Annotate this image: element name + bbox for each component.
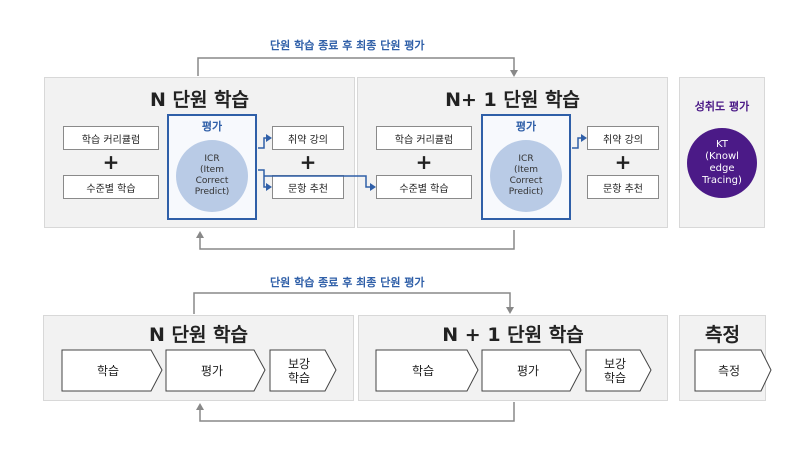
bottom-n1-step-eval: 평가 (516, 363, 540, 378)
bottom-loop-arrow (193, 292, 511, 314)
top-n-plus-right: + (299, 150, 317, 174)
bottom-loop-label: 단원 학습 종료 후 최종 단원 평가 (270, 276, 425, 289)
bottom-feedback-arrowhead (196, 403, 204, 410)
top-n-eval-frame: 평가 ICR (Item Correct Predict) (167, 114, 257, 220)
top-n-problem-reco-box: 문항 추천 (272, 175, 344, 199)
bottom-n1-title: N + 1 단원 학습 (442, 324, 584, 346)
top-n1-eval-label: 평가 (515, 120, 537, 133)
top-n1-level-study-box: 수준별 학습 (376, 175, 472, 199)
top-n1-problem-reco-box: 문항 추천 (587, 175, 659, 199)
top-loop-label: 단원 학습 종료 후 최종 단원 평가 (270, 39, 425, 52)
bottom-n1-chevron-reinforce (585, 349, 652, 392)
top-n1-plus-left: + (415, 150, 433, 174)
top-feedback-arrowhead (196, 231, 204, 238)
top-kt-circle: KT (Knowl edge Tracing) (687, 128, 757, 198)
top-n-title: N 단원 학습 (149, 89, 250, 111)
top-n1-plus-right: + (614, 150, 632, 174)
bottom-n-step-reinforce: 보강 학습 (287, 356, 311, 385)
bottom-n-step-study: 학습 (96, 363, 120, 378)
top-n-weak-lecture-box: 취약 강의 (272, 126, 344, 150)
bottom-n1-step-study: 학습 (411, 363, 435, 378)
top-n-arrowhead-reco (266, 183, 272, 191)
bottom-loop-arrowhead (506, 307, 514, 314)
bottom-measure-chevron (694, 349, 772, 392)
top-n-eval-label: 평가 (201, 120, 223, 133)
top-n1-weak-lecture-box: 취약 강의 (587, 126, 659, 150)
bottom-n-step-eval: 평가 (200, 363, 224, 378)
top-kt-title: 성취도 평가 (694, 100, 750, 113)
top-feedback-arrow (199, 230, 515, 250)
bottom-n1-chevron-eval (481, 349, 582, 392)
top-n-icr-circle: ICR (Item Correct Predict) (176, 140, 248, 212)
bottom-n1-step-reinforce: 보강 학습 (603, 356, 627, 385)
top-n1-eval-frame: 평가 ICR (Item Correct Predict) (481, 114, 571, 220)
top-n1-icr-circle: ICR (Item Correct Predict) (490, 140, 562, 212)
bottom-n1-chevron-study (375, 349, 479, 392)
top-n1-curriculum-box: 학습 커리큘럼 (376, 126, 472, 150)
top-n-to-n1-arrow (264, 175, 372, 188)
bottom-n-title: N 단원 학습 (148, 324, 249, 346)
top-loop-arrow (197, 57, 515, 76)
top-n-plus-left: + (102, 150, 120, 174)
top-n-to-n1-arrowhead (370, 183, 376, 191)
top-n-curriculum-box: 학습 커리큘럼 (63, 126, 159, 150)
bottom-feedback-arrow (199, 402, 515, 422)
top-n-arrowhead-weak (266, 134, 272, 142)
bottom-n-chevron-reinforce (269, 349, 337, 392)
bottom-measure-step: 측정 (717, 363, 741, 378)
bottom-n-chevron-eval (165, 349, 266, 392)
top-n1-arrowhead-weak (581, 134, 587, 142)
bottom-measure-title: 측정 (705, 324, 740, 346)
top-n1-title: N+ 1 단원 학습 (445, 89, 580, 111)
bottom-n-chevron-study (61, 349, 163, 392)
top-n1-arrow-weak (572, 137, 583, 149)
top-loop-arrowhead (510, 70, 518, 77)
top-n-level-study-box: 수준별 학습 (63, 175, 159, 199)
